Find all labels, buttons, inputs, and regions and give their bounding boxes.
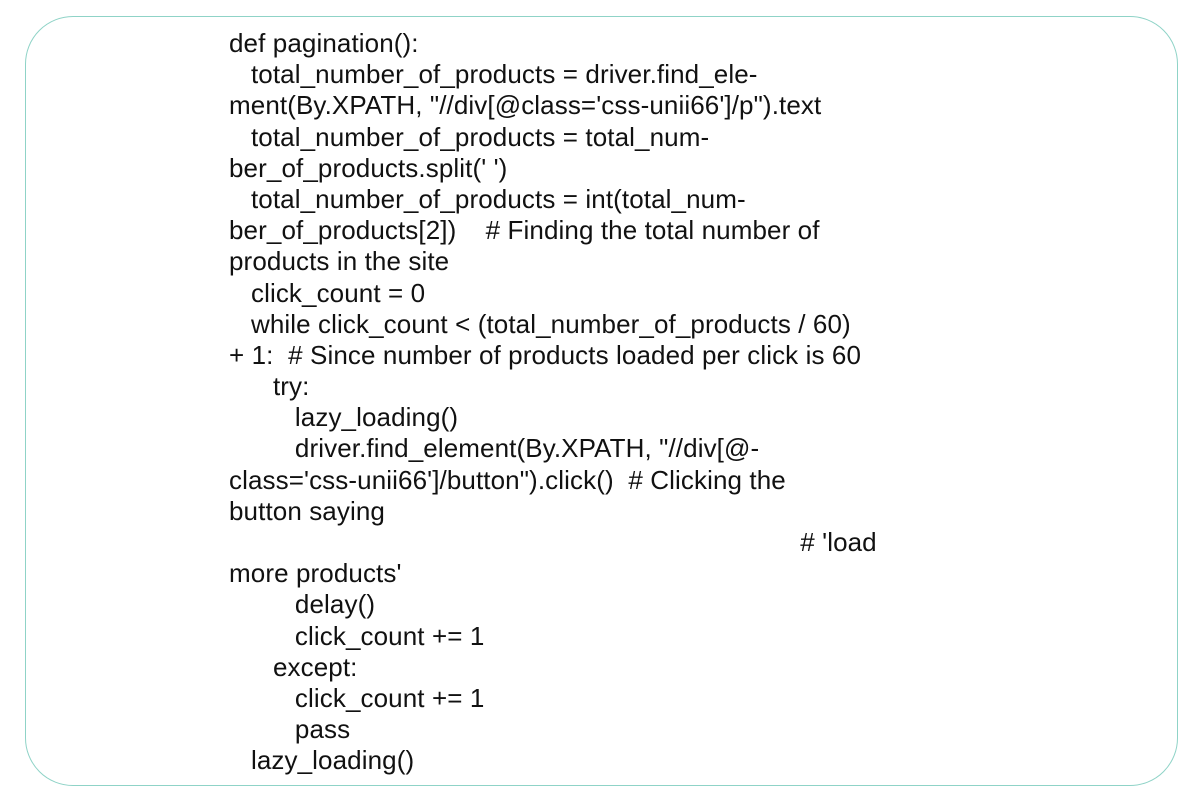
code-line: products in the site xyxy=(229,246,450,277)
code-line: total_number_of_products = int(total_num… xyxy=(229,183,746,214)
code-line: total_number_of_products = total_num- xyxy=(229,121,710,152)
code-line: while click_count < (total_number_of_pro… xyxy=(229,308,851,339)
code-line: ber_of_products[2]) # Finding the total … xyxy=(229,215,820,246)
code-line: def pagination(): xyxy=(229,28,419,58)
code-line: # 'load xyxy=(229,527,877,557)
code-line: click_count = 0 xyxy=(229,277,426,308)
code-line: try: xyxy=(229,371,310,402)
code-line: class='css-unii66']/button").click() # C… xyxy=(229,464,786,495)
code-block: def pagination(): total_number_of_produc… xyxy=(229,28,877,777)
code-line: total_number_of_products = driver.find_e… xyxy=(229,59,758,90)
code-line: delay() xyxy=(229,589,376,620)
code-line: click_count += 1 xyxy=(229,620,485,651)
code-line: pass xyxy=(229,714,351,745)
code-line: + 1: # Since number of products loaded p… xyxy=(229,339,862,370)
code-line: ment(By.XPATH, "//div[@class='css-unii66… xyxy=(229,90,822,121)
code-line: button saying xyxy=(229,495,385,526)
code-line: except: xyxy=(229,651,358,682)
code-line: click_count += 1 xyxy=(229,682,485,713)
code-line: lazy_loading() xyxy=(229,402,459,433)
code-line: more products' xyxy=(229,558,402,589)
code-card xyxy=(25,16,1178,786)
code-line: lazy_loading() xyxy=(229,745,415,776)
code-line: ber_of_products.split(' ') xyxy=(229,152,508,183)
code-line: driver.find_element(By.XPATH, "//div[@- xyxy=(229,433,760,464)
